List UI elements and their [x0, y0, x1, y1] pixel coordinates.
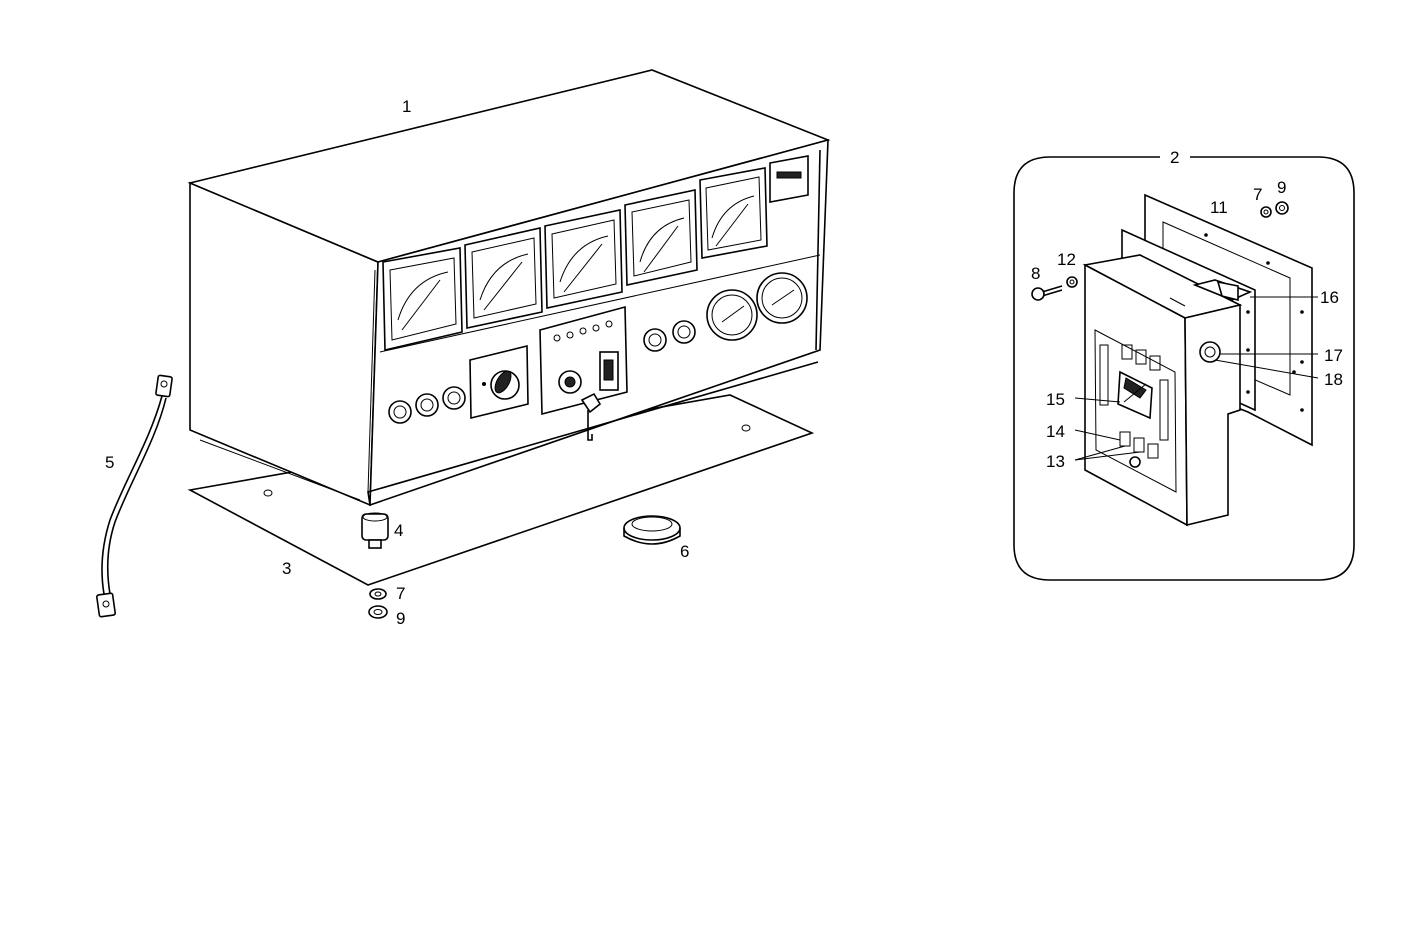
cable-gland	[361, 512, 389, 549]
hour-counter	[769, 155, 809, 203]
callout-9-main: 9	[396, 609, 405, 628]
ignition-key	[580, 392, 602, 441]
callout-16: 16	[1320, 288, 1339, 307]
leader-lines	[1074, 296, 1319, 461]
callout-17: 17	[1324, 346, 1343, 365]
round-gauges	[706, 272, 808, 341]
callout-7-inset: 7	[1253, 185, 1262, 204]
indicator-lamps-right	[643, 320, 696, 352]
lower-controls	[388, 272, 808, 441]
ground-cable	[96, 374, 173, 618]
washer-nut-stack	[368, 588, 388, 619]
control-module	[539, 305, 628, 441]
meter-1	[382, 247, 463, 352]
callout-9-inset: 9	[1277, 178, 1286, 197]
callout-6: 6	[680, 542, 689, 561]
screw-8	[1031, 285, 1063, 301]
meter-gauges	[382, 155, 809, 352]
indicator-lamps-left	[388, 386, 466, 424]
detail-inset	[1013, 156, 1355, 581]
callout-2: 2	[1170, 148, 1179, 167]
washer-12	[1066, 276, 1078, 288]
callout-8: 8	[1031, 264, 1040, 283]
callout-3: 3	[282, 559, 291, 578]
callout-7-main: 7	[396, 584, 405, 603]
selector-switch	[469, 344, 529, 420]
meter-2	[464, 227, 543, 329]
callout-4: 4	[394, 521, 403, 540]
rubber-grommet	[623, 515, 681, 545]
control-panel-assembly	[187, 69, 831, 619]
callout-18: 18	[1324, 370, 1343, 389]
callout-11: 11	[1210, 198, 1228, 217]
callout-13: 13	[1046, 452, 1065, 471]
reset-button	[1199, 341, 1221, 363]
callout-12: 12	[1057, 250, 1076, 269]
callout-5: 5	[105, 453, 114, 472]
callout-labels: 1 2 3 4 5 6 7 9 7 9 8 11 12 13 14 15 16 …	[105, 97, 1343, 628]
callout-15: 15	[1046, 390, 1065, 409]
washer-nut-inset	[1260, 201, 1289, 218]
meter-3	[544, 209, 623, 309]
callout-1: 1	[402, 97, 411, 116]
callout-14: 14	[1046, 422, 1065, 441]
breaker-housing	[1082, 254, 1243, 527]
hinge-clips	[1192, 279, 1253, 302]
meter-5	[699, 167, 768, 259]
meter-4	[624, 189, 698, 286]
